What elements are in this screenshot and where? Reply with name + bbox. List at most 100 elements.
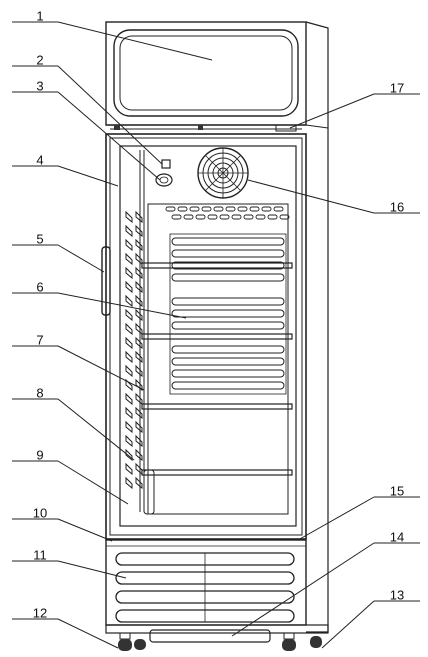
- castor-left: [118, 632, 132, 651]
- callout-1: 1: [12, 9, 213, 61]
- callout-15: 15: [297, 484, 420, 541]
- shelf-clip: [125, 336, 133, 350]
- shelf-clip: [125, 322, 133, 336]
- vent-slot: [183, 214, 194, 220]
- shelf-clip: [125, 238, 133, 252]
- shelf-clip: [135, 294, 143, 308]
- shelf-clip: [125, 434, 133, 448]
- shelf: [141, 403, 293, 410]
- vent-slot: [219, 214, 230, 220]
- callout-10: 10: [12, 506, 113, 542]
- vent-slot: [201, 206, 212, 212]
- callout-14: 14: [231, 530, 420, 637]
- top-hinge-right: [275, 124, 297, 132]
- callout-number-15: 15: [390, 484, 404, 499]
- shelf-clip: [135, 350, 143, 364]
- callout-leader-9: [57, 460, 129, 505]
- callout-leader-2: [57, 65, 163, 165]
- callout-5: 5: [12, 232, 105, 273]
- castor-right: [282, 632, 322, 651]
- shelf-clip: [135, 378, 143, 392]
- callout-leader-8: [57, 398, 135, 461]
- vent-slot: [273, 206, 284, 212]
- coil-run: [171, 309, 285, 318]
- callout-leader-15: [297, 496, 375, 541]
- callout-number-14: 14: [390, 530, 404, 545]
- castor-right-mount: [283, 632, 295, 640]
- shelves: [141, 262, 293, 476]
- shelf-clip: [125, 210, 133, 224]
- drip-tray: [149, 629, 271, 643]
- door-frame: [105, 133, 307, 540]
- castor-rear-wheel: [310, 636, 322, 648]
- castor-left-wheel: [118, 639, 132, 651]
- castor-right-wheel: [282, 639, 296, 651]
- callout-number-11: 11: [33, 548, 47, 563]
- vent-slot: [213, 206, 224, 212]
- castor-left-mount: [119, 632, 131, 640]
- vent-slot: [165, 206, 176, 212]
- callout-number-12: 12: [33, 606, 47, 621]
- vent-slot: [231, 214, 242, 220]
- callout-number-8: 8: [36, 386, 43, 401]
- callout-leader-7: [57, 345, 145, 391]
- shelf-clip: [125, 266, 133, 280]
- interior: [125, 147, 293, 515]
- vent-slots: [165, 206, 290, 220]
- shelf-clip: [135, 266, 143, 280]
- callout-leader-11: [57, 560, 127, 579]
- top-hinge-left: [114, 125, 120, 130]
- bottom-strip: [105, 624, 329, 634]
- shelf-clip: [125, 294, 133, 308]
- shelf-clip: [135, 280, 143, 294]
- callout-12: 12: [12, 606, 119, 649]
- callout-7: 7: [12, 333, 145, 391]
- shelf-clip: [125, 406, 133, 420]
- fan: [197, 147, 249, 199]
- shelf: [141, 469, 293, 476]
- callout-16: 16: [247, 179, 420, 215]
- callout-leader-17: [289, 93, 375, 129]
- shelf-clip: [135, 336, 143, 350]
- vent-slot: [243, 214, 254, 220]
- callout-leader-6: [57, 292, 187, 319]
- shelf-clip: [125, 420, 133, 434]
- callout-leader-4: [57, 165, 119, 187]
- shelf-clip: [135, 448, 143, 462]
- shelf-clip: [125, 378, 133, 392]
- shelf-clip: [135, 476, 143, 490]
- cabinet-side-edge: [305, 124, 329, 129]
- shelf-clip: [125, 224, 133, 238]
- callout-8: 8: [12, 386, 135, 461]
- back-wall: [147, 203, 289, 515]
- vent-slot: [177, 206, 188, 212]
- coil-run: [171, 321, 285, 330]
- vent-slot: [255, 214, 266, 220]
- glass-door: [119, 145, 297, 527]
- coil-run: [171, 345, 285, 354]
- vent-slot: [225, 206, 236, 212]
- shelf-clip: [125, 350, 133, 364]
- callout-13: 13: [321, 588, 420, 649]
- thermostat-knob-center: [159, 176, 169, 184]
- shelf-clip: [135, 210, 143, 224]
- light-switch: [161, 159, 171, 169]
- shelf-clip: [135, 462, 143, 476]
- castor-mid-wheel: [134, 639, 146, 650]
- shelf-clip: [125, 252, 133, 266]
- coil-run: [171, 369, 285, 378]
- shelf-clip: [125, 462, 133, 476]
- callout-number-13: 13: [390, 588, 404, 603]
- shelf-clip: [125, 280, 133, 294]
- coil-run: [171, 357, 285, 366]
- shelf-clip: [125, 392, 133, 406]
- callout-leader-13: [321, 600, 375, 649]
- drain-pipe: [143, 469, 155, 515]
- shelf-clip: [135, 322, 143, 336]
- coil-run: [171, 381, 285, 390]
- callout-leader-10: [57, 518, 113, 542]
- callout-number-9: 9: [36, 448, 43, 463]
- callout-number-16: 16: [390, 200, 404, 215]
